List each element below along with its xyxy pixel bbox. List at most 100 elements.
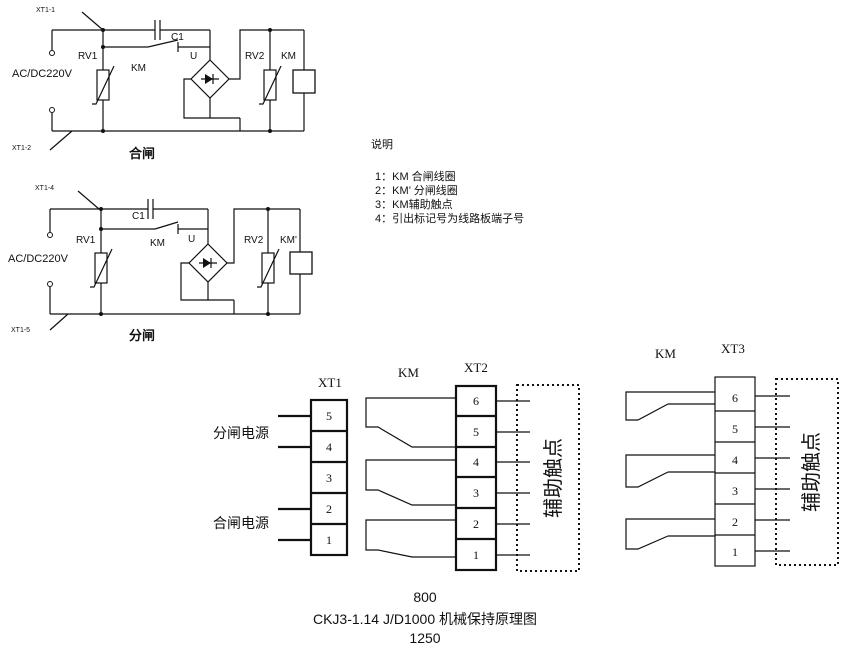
opening-terminal-top-lead (77, 190, 100, 210)
closing-rectifier-return (183, 78, 240, 119)
xt2-terminal-number: 4 (473, 455, 479, 469)
km-right-label: KM (655, 346, 676, 361)
km-contact (625, 391, 715, 421)
xt2-output-leads (496, 400, 530, 556)
opening-rv2-slash (257, 248, 280, 288)
km-right-contacts (625, 391, 715, 550)
notes-item: 3：KM辅助触点 (375, 197, 453, 211)
aux-contacts-box-left (516, 384, 580, 572)
closing-supply-label: AC/DC220V (12, 68, 73, 80)
opening-contact-label: KM (150, 238, 165, 249)
xt1-terminal-block: 5 4 3 2 1 (309, 398, 349, 557)
closing-supply-terminal-top (49, 50, 55, 56)
closing-rv1-body (96, 69, 110, 101)
xt1-close-power-label: 合闸电源 (213, 516, 269, 532)
opening-capacitor-label: C1 (132, 211, 145, 222)
wiring-right: KM XT3 6 5 4 3 2 1 (625, 341, 839, 567)
closing-node (268, 28, 272, 32)
xt1-terminal-number: 4 (326, 440, 332, 454)
closing-node (101, 129, 105, 133)
opening-contact-blade (154, 221, 179, 230)
opening-supply-terminal-top (47, 232, 53, 238)
closing-contact-label: KM (131, 63, 146, 74)
closing-supply-terminal-bottom (49, 107, 55, 113)
notes-item: 2：KM’ 分闸线圈 (375, 183, 458, 197)
wiring-left: XT1 5 4 3 2 1 分闸电源 合闸电源 KM XT2 (213, 360, 580, 572)
km-left-contacts (365, 397, 456, 558)
xt2-terminal-block: 6 5 4 3 2 1 (454, 384, 498, 572)
opening-node (99, 312, 103, 316)
closing-node (268, 129, 272, 133)
footer: 800 CKJ3-1.14 J/D1000 机械保持原理图 1250 (313, 589, 537, 646)
footer-line-1: 800 (413, 589, 437, 605)
opening-rectifier-label: U (188, 234, 195, 245)
opening-terminal-bottom-label: XT1-5 (11, 327, 30, 334)
closing-coil (292, 69, 316, 94)
xt1-open-power-label: 分闸电源 (213, 426, 269, 442)
km-contact (365, 519, 456, 558)
aux-contacts-label-right: 辅助触点 (800, 432, 823, 512)
xt2-terminal-number: 1 (473, 548, 479, 562)
xt1-label: XT1 (318, 375, 342, 390)
closing-rv1-label: RV1 (78, 51, 98, 62)
closing-coil-label: KM (281, 51, 296, 62)
opening-supply-terminal-bottom (47, 281, 53, 287)
km-contact (365, 397, 456, 448)
xt3-terminal-number: 3 (732, 484, 738, 498)
closing-rv2-body (263, 69, 277, 101)
closing-rv2-slash (259, 65, 282, 105)
closing-rv2-label: RV2 (245, 51, 265, 62)
km-contact (625, 518, 715, 550)
closing-rectifier-output-top (229, 29, 290, 80)
xt2-label: XT2 (464, 360, 488, 375)
xt3-frame (714, 376, 756, 567)
opening-node (99, 207, 103, 211)
xt3-output-leads (755, 395, 790, 552)
closing-terminal-bottom-lead (49, 130, 73, 151)
drawing-title: CKJ3-1.14 J/D1000 机械保持原理图 (313, 611, 537, 627)
xt3-terminal-number: 2 (732, 515, 738, 529)
xt1-terminal-number: 1 (326, 533, 332, 547)
opening-rv2-body (261, 252, 275, 284)
notes-block: 说明 1：KM 合闸线圈 2：KM’ 分闸线圈 3：KM辅助触点 4：引出标记号… (371, 137, 524, 225)
opening-node (266, 207, 270, 211)
xt3-label: XT3 (721, 341, 745, 356)
xt2-terminal-number: 2 (473, 517, 479, 531)
opening-rv1-slash (90, 248, 113, 288)
xt3-terminal-number: 1 (732, 545, 738, 559)
aux-contacts-label-left: 辅助触点 (542, 438, 565, 518)
opening-terminal-bottom-lead (49, 313, 69, 331)
notes-item: 1：KM 合闸线圈 (375, 169, 456, 183)
km-left-label: KM (398, 365, 419, 380)
xt1-frame (309, 398, 349, 557)
xt1-terminal-number: 5 (326, 409, 332, 423)
aux-contacts-box-right (775, 378, 839, 566)
opening-node (266, 312, 270, 316)
xt1-terminal-number: 2 (326, 502, 332, 516)
opening-rv1-label: RV1 (76, 235, 96, 246)
closing-contact-blade (147, 39, 179, 48)
closing-circuit: XT1-1 C1 AC/DC220V XT1-2 RV1 KM U (12, 7, 316, 161)
opening-supply-label: AC/DC220V (8, 253, 69, 265)
opening-rectifier-return (180, 262, 234, 301)
xt2-terminal-number: 6 (473, 394, 479, 408)
opening-circuit: XT1-4 C1 AC/DC220V XT1-5 RV1 KM U (8, 185, 313, 343)
opening-terminal-top-label: XT1-4 (35, 185, 54, 192)
km-contact (365, 459, 456, 506)
xt3-terminal-number: 6 (732, 391, 738, 405)
xt3-terminal-block: 6 5 4 3 2 1 (714, 376, 756, 567)
closing-node (101, 28, 105, 32)
closing-terminal-bottom-label: XT1-2 (12, 145, 31, 152)
opening-coil-label: KM' (280, 235, 297, 246)
opening-coil (289, 251, 313, 275)
opening-rv2-label: RV2 (244, 235, 264, 246)
xt2-terminal-number: 5 (473, 425, 479, 439)
notes-item: 4：引出标记号为线路板端子号 (375, 211, 524, 225)
footer-line-3: 1250 (409, 630, 440, 646)
closing-rectifier-label: U (190, 51, 197, 62)
xt1-terminal-number: 3 (326, 471, 332, 485)
closing-caption: 合闸 (129, 146, 155, 161)
closing-terminal-top-label: XT1-1 (36, 7, 55, 14)
opening-rv1-body (94, 252, 108, 284)
